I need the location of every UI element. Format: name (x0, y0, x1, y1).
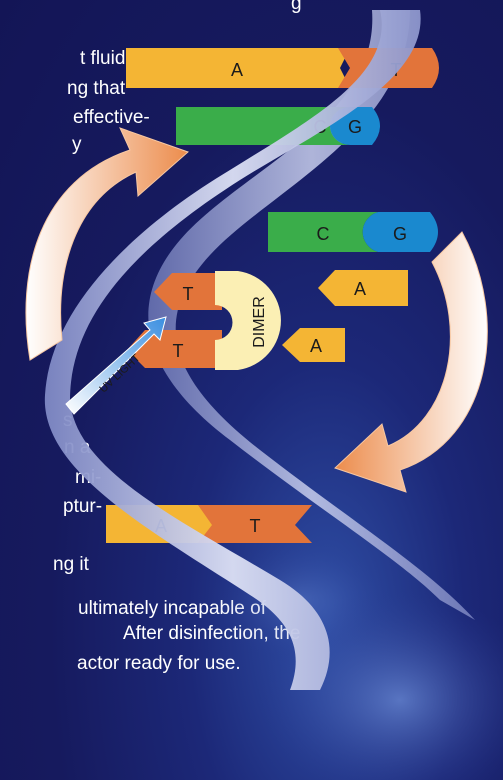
uv-light-beam (65, 316, 167, 415)
thymine-base (154, 273, 222, 310)
adenine-base (282, 328, 345, 362)
guanine-base (362, 212, 438, 252)
rotation-arrow-left (25, 127, 189, 361)
text-fragment: ptur- (63, 496, 103, 517)
dimer-label: DIMER (251, 296, 268, 348)
text-fragment: effective- (73, 107, 150, 128)
adenine-base (126, 48, 350, 88)
base-label: A (310, 336, 322, 356)
base-label: A (231, 60, 243, 80)
text-fragment: y (72, 134, 82, 155)
dimer-link (215, 271, 281, 370)
base-label: C (317, 224, 330, 244)
text-fragment: ng that (67, 78, 126, 99)
thymine-base (198, 505, 312, 543)
base-label: G (393, 224, 407, 244)
text-fragment: actor ready for use. (77, 653, 241, 674)
base-label: A (354, 279, 366, 299)
base-label: G (348, 117, 362, 137)
free-base-row-5: A (282, 328, 345, 362)
text-fragment: t fluid (80, 48, 126, 69)
cytosine-base (268, 212, 378, 252)
thymine-dimer: T T DIMER (127, 271, 281, 370)
adenine-base (318, 270, 408, 306)
thymine-base (127, 330, 222, 368)
rotation-arrow-right (334, 231, 488, 493)
dna-backbone-front (44, 10, 421, 690)
text-fragment: ng it (53, 554, 89, 575)
base-label: T (173, 341, 184, 361)
base-pair-row-3: C G (268, 212, 438, 252)
base-label: T (183, 284, 194, 304)
base-label: T (250, 516, 261, 536)
text-fragment: g (291, 0, 302, 14)
free-base-row-4: A (318, 270, 408, 306)
